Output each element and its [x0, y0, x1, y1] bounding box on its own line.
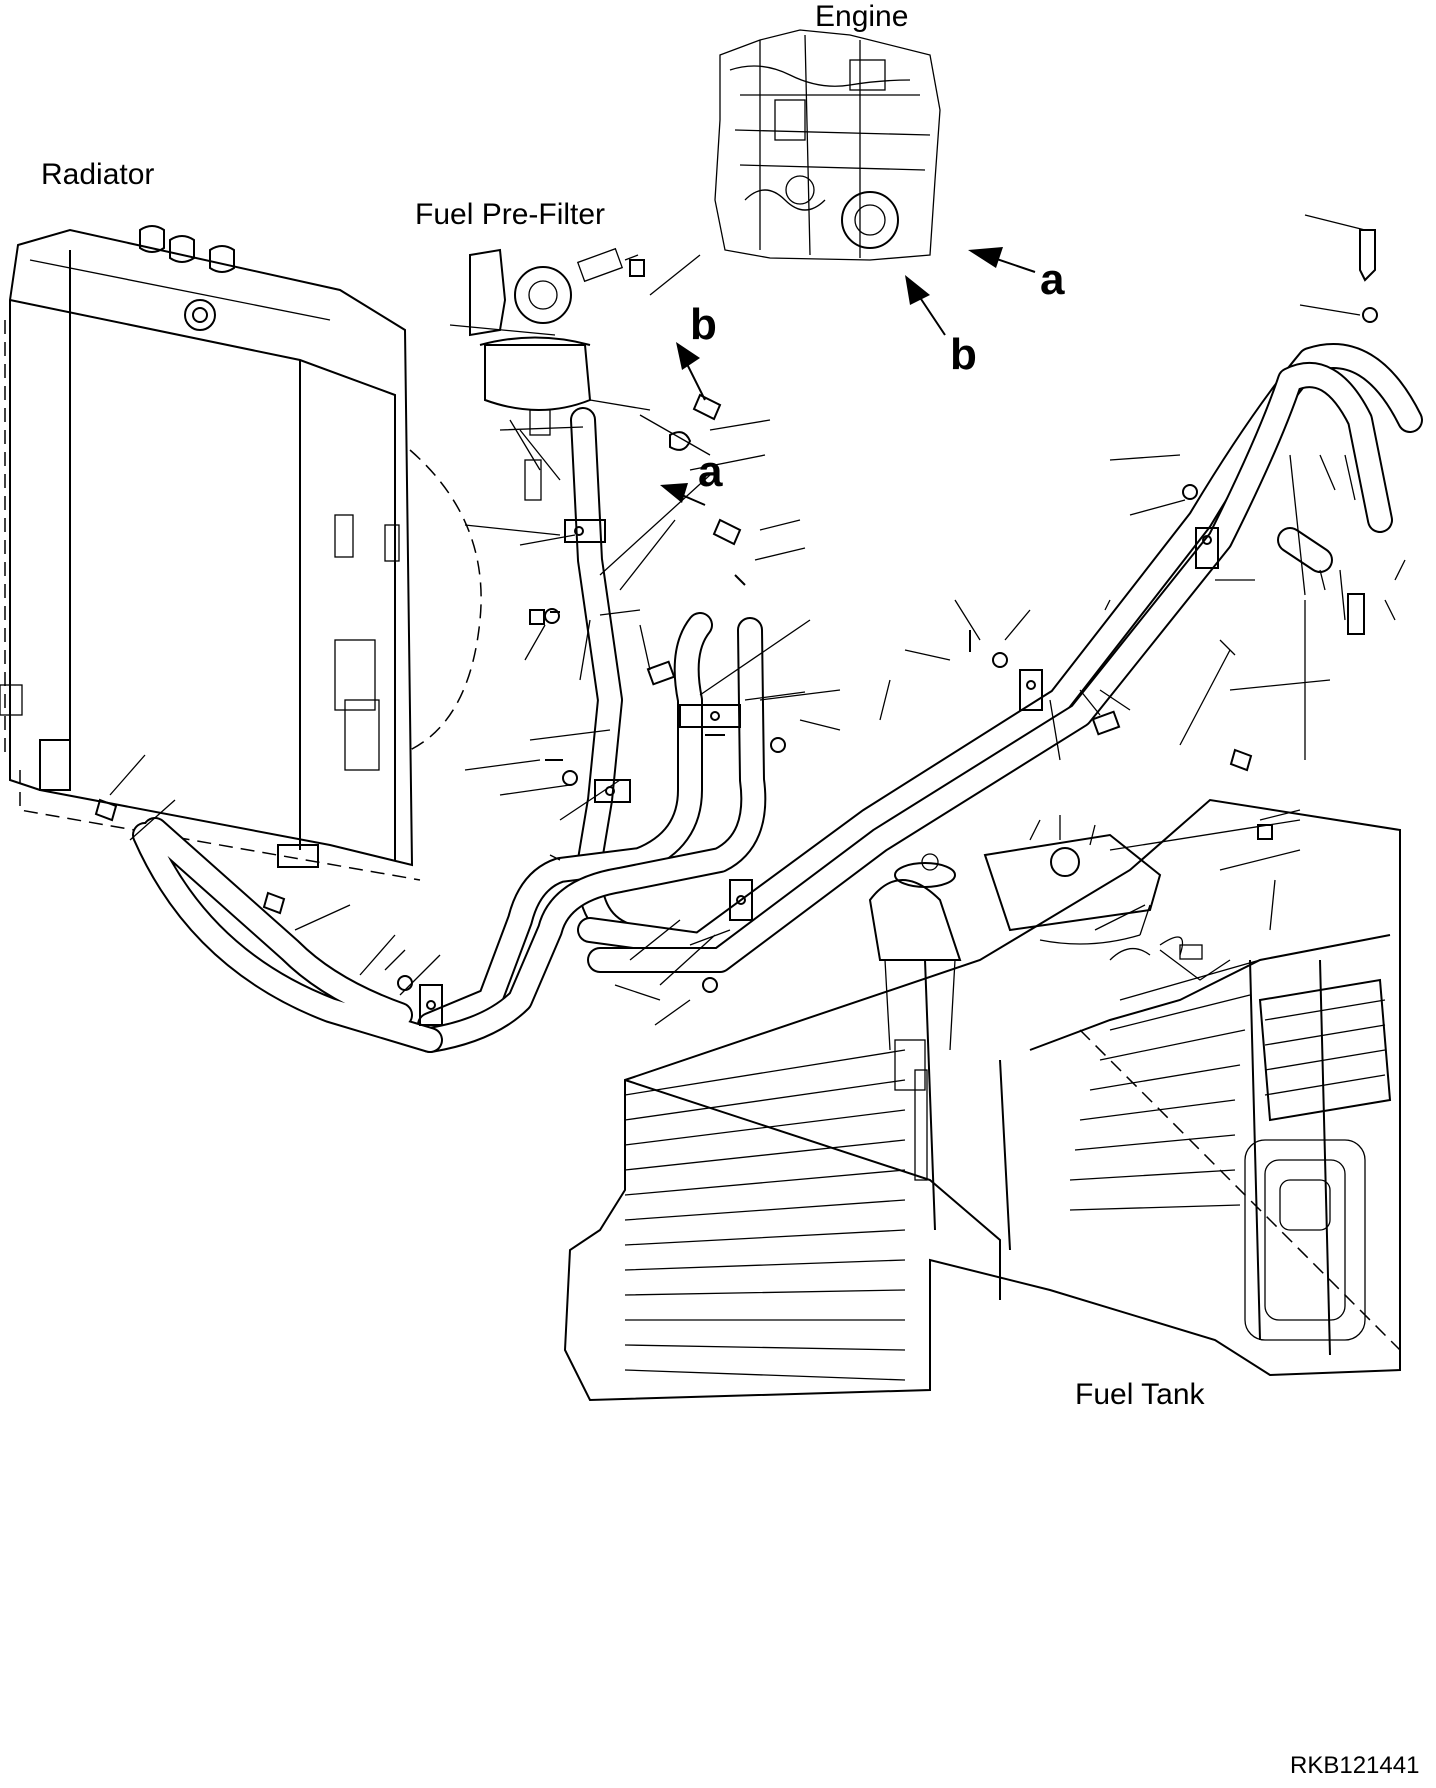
fuel-tank-label: Fuel Tank [1075, 1378, 1205, 1411]
fuel-tank-drawing [563, 798, 1401, 1402]
arrow-b-label-engine: b [950, 330, 977, 379]
clamps-and-bolts [94, 229, 1378, 1026]
radiator-drawing [0, 225, 482, 881]
fuel-hoses [132, 343, 1423, 1053]
engine-label: Engine [815, 0, 909, 33]
radiator-label: Radiator [41, 158, 155, 191]
arrow-a-label-engine: a [1040, 255, 1065, 304]
leader-lines [109, 214, 1406, 1026]
direction-arrows [660, 247, 1036, 506]
arrow-a-label-filter: a [698, 447, 723, 496]
fuel-prefilter-label: Fuel Pre-Filter [415, 198, 606, 231]
arrow-b-label-filter: b [690, 300, 717, 349]
engine-drawing [714, 29, 941, 261]
drawing-code: RKB121441 [1290, 1752, 1420, 1779]
prefilter-drawing [469, 247, 639, 501]
